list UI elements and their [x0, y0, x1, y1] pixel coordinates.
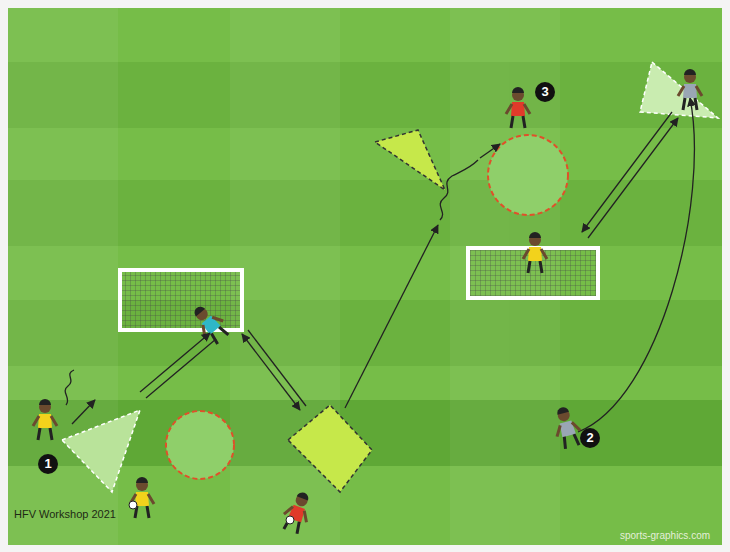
- callout-number: 1: [38, 454, 58, 474]
- callout-number: 3: [535, 82, 555, 102]
- callout-number: 2: [580, 428, 600, 448]
- workshop-note: HFV Workshop 2021: [14, 508, 116, 520]
- watermark: sports-graphics.com: [620, 530, 710, 541]
